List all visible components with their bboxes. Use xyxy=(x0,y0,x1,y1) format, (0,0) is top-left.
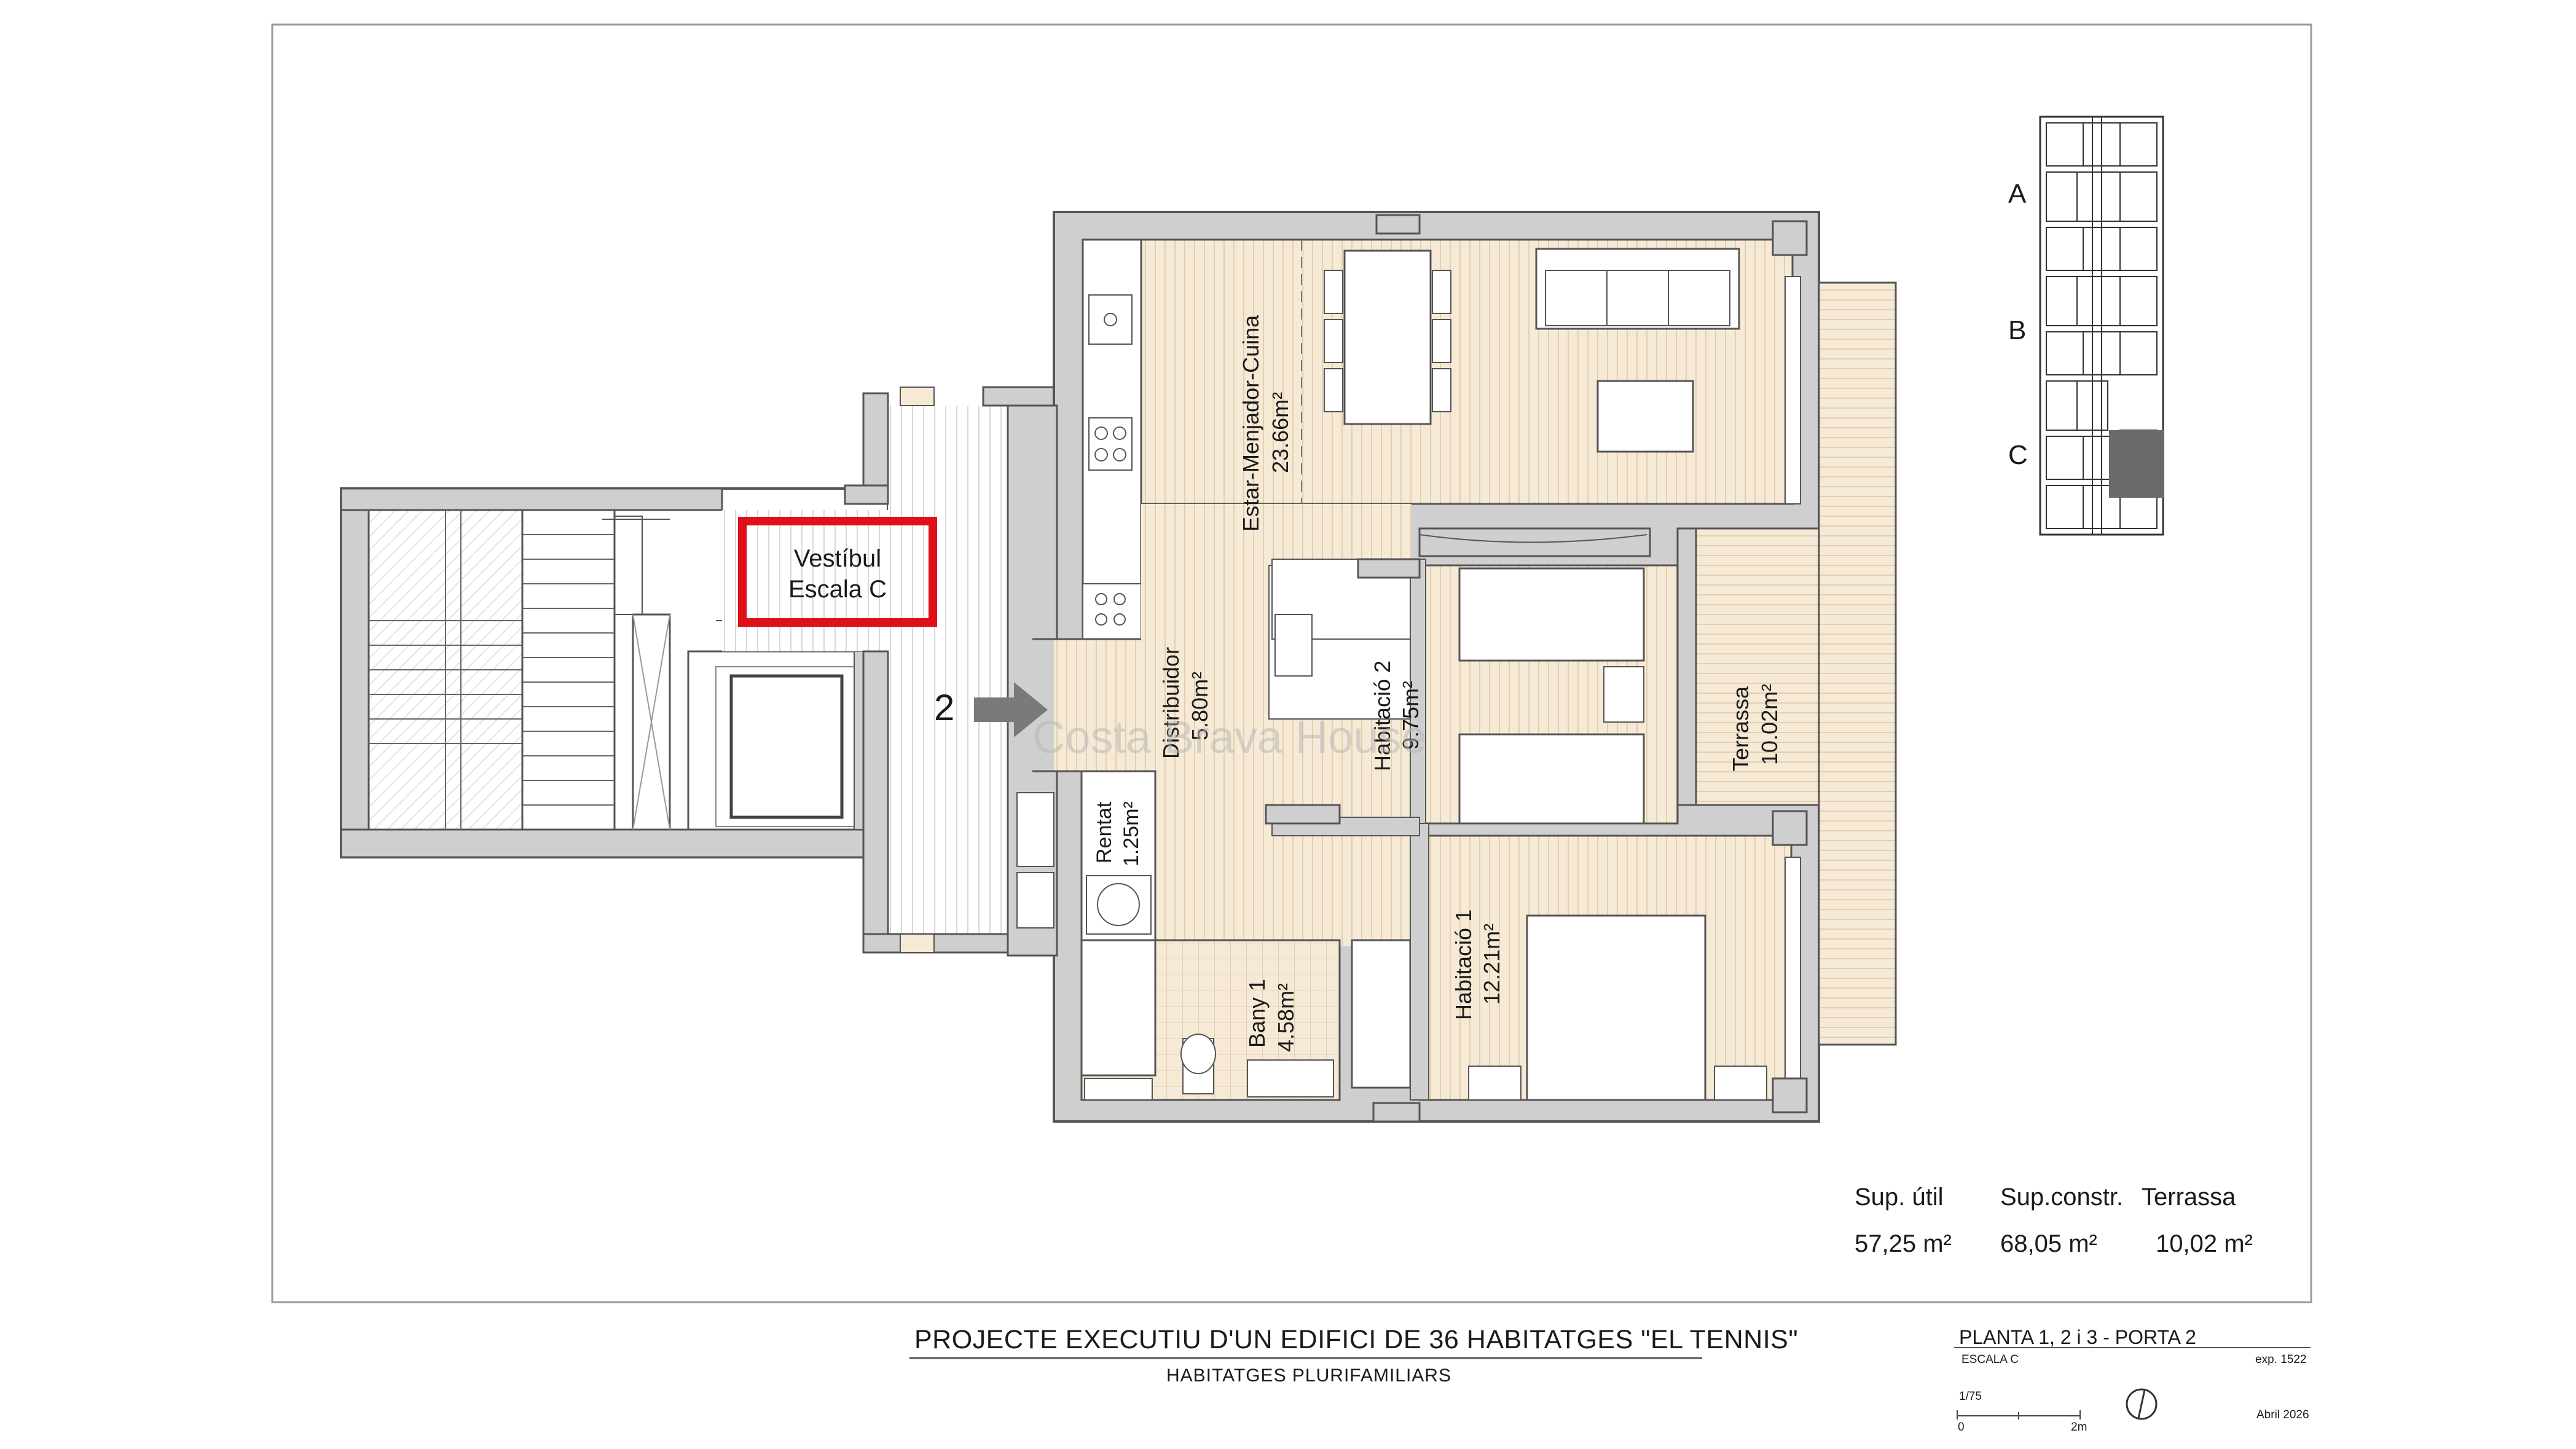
project-title: PROJECTE EXECUTIU D'UN EDIFICI DE 36 HAB… xyxy=(914,1325,1799,1354)
room-name-estar: Estar-Menjador-Cuina xyxy=(1238,315,1263,532)
scale-ratio: 1/75 xyxy=(1959,1390,1982,1403)
door-number: 2 xyxy=(934,687,954,728)
room-name-bany1: Bany 1 xyxy=(1244,979,1270,1048)
scale-bar-start: 0 xyxy=(1958,1421,1965,1434)
room-area-rentat: 1.25m² xyxy=(1120,801,1143,866)
project-subtitle: HABITATGES PLURIFAMILIARS xyxy=(1166,1365,1451,1386)
scale-bar xyxy=(1957,1410,2081,1420)
stat-constr-value: 68,05 m² xyxy=(2000,1230,2097,1257)
key-plan xyxy=(2039,116,2164,536)
vestibul-line1: Vestíbul xyxy=(794,545,881,572)
room-name-distribuidor: Distribuidor xyxy=(1158,647,1184,759)
room-area-bany1: 4.58m² xyxy=(1273,983,1298,1052)
key-plan-label-b: B xyxy=(2008,315,2026,345)
sheet-escala: ESCALA C xyxy=(1961,1353,2019,1366)
room-area-distribuidor: 5.80m² xyxy=(1187,672,1212,740)
sheet-date: Abril 2026 xyxy=(2256,1408,2309,1421)
entry-arrow-icon xyxy=(974,682,1048,737)
sheet-exp: exp. 1522 xyxy=(2255,1353,2307,1366)
sheet-border xyxy=(271,23,2312,1303)
apartment xyxy=(1007,211,1897,1123)
scale-bar-end: 2m xyxy=(2071,1421,2087,1434)
north-arrow-icon xyxy=(2126,1388,2158,1420)
vestibul-highlight xyxy=(738,517,937,627)
room-area-hab2: 9.75m² xyxy=(1398,681,1423,750)
room-area-estar: 23.66m² xyxy=(1268,392,1293,473)
room-area-terrassa: 10.02m² xyxy=(1757,684,1782,765)
room-name-rentat: Rentat xyxy=(1093,801,1116,863)
room-name-hab2: Habitació 2 xyxy=(1370,661,1395,771)
room-name-terrassa: Terrassa xyxy=(1728,686,1753,771)
stat-terrassa-value: 10,02 m² xyxy=(2156,1230,2253,1257)
stat-constr-label: Sup.constr. xyxy=(2000,1184,2124,1211)
stat-util-label: Sup. útil xyxy=(1855,1184,1944,1211)
stat-util-value: 57,25 m² xyxy=(1855,1230,1952,1257)
stair-core xyxy=(340,487,889,858)
room-area-hab1: 12.21m² xyxy=(1479,924,1504,1005)
vestibul-line2: Escala C xyxy=(788,576,887,603)
key-plan-label-c: C xyxy=(2008,440,2028,470)
sheet-title: PLANTA 1, 2 i 3 - PORTA 2 xyxy=(1959,1326,2196,1348)
watermark: Costa Brava House xyxy=(1032,712,1427,763)
key-plan-label-a: A xyxy=(2008,179,2027,209)
room-name-hab1: Habitació 1 xyxy=(1451,909,1476,1020)
stat-terrassa-label: Terrassa xyxy=(2142,1184,2236,1211)
vestibul-floor xyxy=(602,386,1055,954)
